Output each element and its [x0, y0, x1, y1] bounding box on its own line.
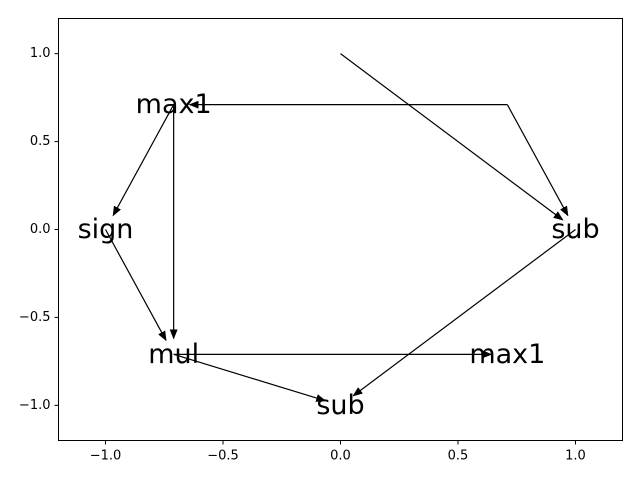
- node-label-sub-bottom: sub: [316, 390, 364, 421]
- node-label-max1-b: max1: [469, 339, 545, 370]
- node-label-sign: sign: [78, 214, 134, 245]
- edge-arrow-9: [352, 229, 576, 397]
- x-tick-label: 0.5: [448, 449, 469, 464]
- x-tick-label: 1.0: [565, 449, 586, 464]
- x-tick-label: −1.0: [90, 449, 122, 464]
- edges-layer: [104, 53, 576, 402]
- plot-frame: [58, 18, 623, 441]
- y-axis: 1.0 0.5 0.0 −0.5 −1.0: [19, 46, 59, 413]
- y-tick-label: 0.5: [30, 134, 51, 149]
- x-tick-label: 0.0: [330, 449, 351, 464]
- edge-arrow-6: [104, 229, 167, 342]
- x-axis: −1.0 −0.5 0.0 0.5 1.0: [90, 440, 586, 464]
- node-label-max1-a: max1: [136, 89, 212, 120]
- x-tick-label: −0.5: [207, 449, 239, 464]
- edge-arrow-8: [173, 353, 327, 402]
- y-tick-label: −1.0: [19, 398, 51, 413]
- y-tick-label: 1.0: [30, 46, 51, 61]
- node-label-sub-right: sub: [551, 214, 599, 245]
- edge-arrow-4: [112, 104, 175, 217]
- edge-arrow-1: [340, 53, 564, 221]
- y-tick-label: −0.5: [19, 310, 51, 325]
- node-label-mul: mul: [148, 339, 199, 370]
- y-tick-label: 0.0: [30, 222, 51, 237]
- edge-arrow-2: [506, 104, 569, 217]
- nodes-layer: max1 sign mul sub max1 sub: [78, 89, 600, 421]
